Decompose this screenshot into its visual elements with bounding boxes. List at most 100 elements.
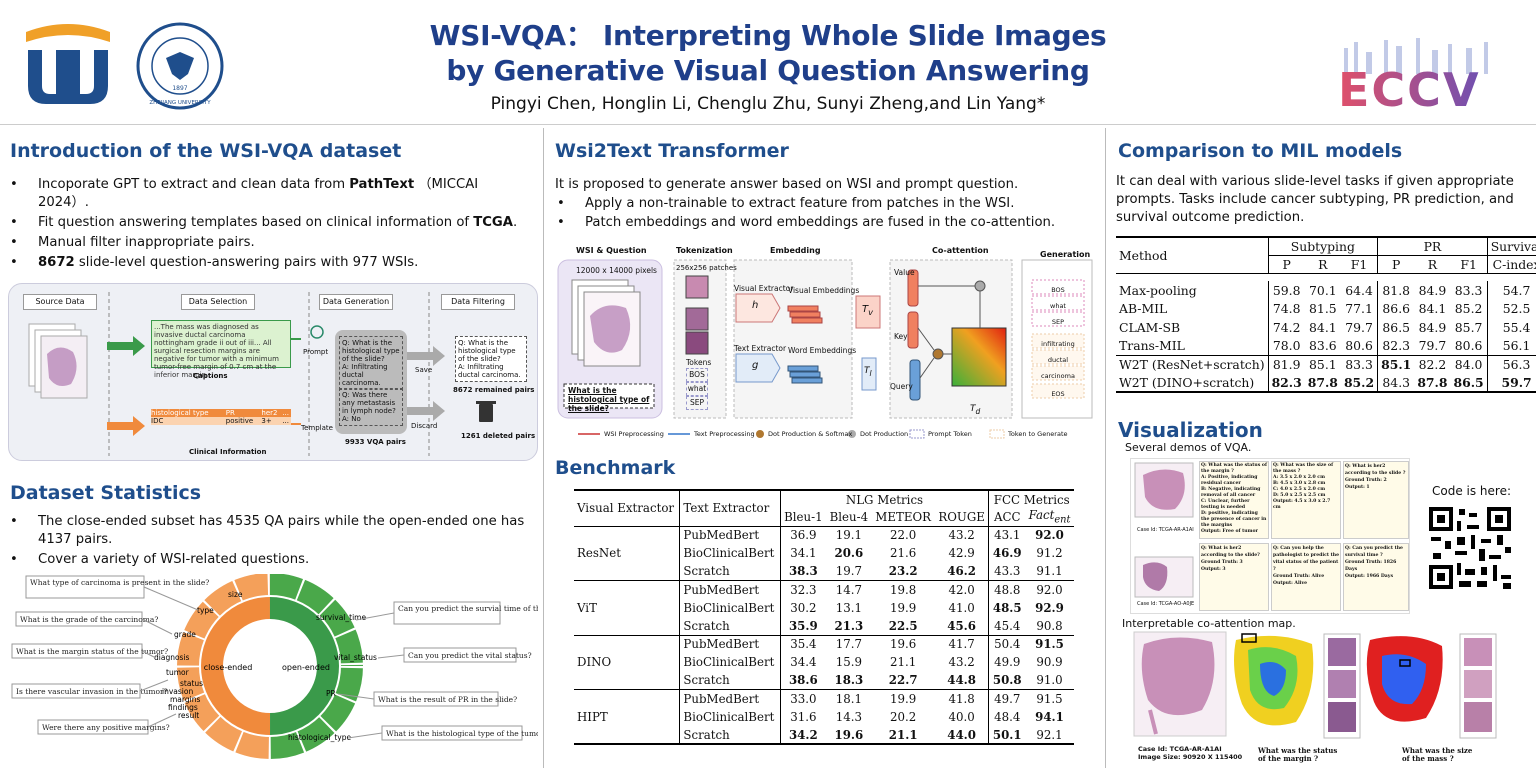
text-extractor-cell: PubMedBert [679, 526, 781, 545]
label-grade: grade [174, 630, 196, 639]
tv-symbol: Tv [862, 304, 874, 317]
metric-cell: 21.1 [890, 655, 917, 670]
metric-cell: 34.2 [788, 727, 818, 742]
divider-2 [1105, 128, 1106, 768]
coatt-question-mass: What was the size of the mass ? [1402, 746, 1473, 763]
demo-card-2: Q: What was the size of the mass ? A: 3.… [1271, 461, 1341, 539]
mil-metric-cell: 82.3 [1271, 374, 1302, 390]
mil-metric-cell: 84.9 [1418, 282, 1447, 298]
col-visual-extractor: Visual Extractor [574, 490, 681, 527]
metric-cell: 42.9 [934, 544, 990, 563]
metric-cell: 19.9 [890, 692, 917, 707]
mil-metric-cell: 85.1 [1309, 357, 1337, 372]
metric-cell: 48.5 [992, 600, 1022, 615]
label-invasion: invasion [162, 687, 193, 696]
legend-softmax: Dot Production & Softmax [768, 430, 853, 438]
wsi2text-intro: It is proposed to generate answer based … [555, 177, 1019, 192]
close-ended-label: close-ended [204, 663, 253, 672]
metric-cell: 22.0 [890, 528, 917, 543]
h-embedding: Embedding [770, 246, 821, 255]
dataset-pipeline-figure: Source Data Data Selection Data Generati… [8, 283, 538, 461]
metric-cell: 35.9 [788, 618, 818, 633]
mil-metric-cell: 84.0 [1450, 355, 1488, 374]
metric-cell: 92.1 [1036, 727, 1063, 742]
caption-snippet: ...The mass was diagnosed as invasive du… [151, 320, 291, 379]
metric-cell: 20.6 [834, 546, 864, 561]
metric-cell: 38.3 [788, 564, 818, 579]
h-generation: Generation [1040, 250, 1091, 259]
data-selection-header: Data Selection [181, 294, 255, 310]
mil-title: Comparison to MIL models [1118, 140, 1403, 162]
stats-title: Dataset Statistics [10, 482, 202, 504]
mil-metric-cell: 83.6 [1309, 338, 1337, 353]
mil-metric-cell: 74.8 [1272, 301, 1301, 317]
metric-cell: 90.8 [1036, 618, 1063, 633]
question-8: What is the result of PR in the slide? [378, 695, 517, 704]
benchmark-title: Benchmark [555, 457, 676, 479]
label-survival-time: survival_time [316, 613, 366, 622]
col-acc: ACC [993, 509, 1021, 524]
label-status: status [180, 679, 203, 688]
question-2: What is the grade of the carcinoma? [20, 615, 158, 624]
metric-cell: 46.9 [992, 546, 1022, 561]
label-pr: PR [326, 689, 336, 698]
mil-metric-cell: 82.2 [1418, 357, 1447, 372]
label-type: type [197, 606, 214, 615]
vqa-pair-2: Q: Was there any metastasis in lymph nod… [339, 388, 403, 426]
intro-bullet-4: 8672 slide-level question-answering pair… [8, 254, 528, 272]
visual-extractor-cell: ResNet [574, 526, 681, 581]
value-label: Value [894, 268, 915, 277]
label-size: size [228, 590, 243, 599]
qr-code-icon[interactable] [1427, 505, 1513, 591]
vqa-pairs-box: Q: What is the histological type of the … [335, 330, 407, 434]
intro-bullets: Incoporate GPT to extract and clean data… [8, 176, 528, 272]
td-symbol: Td [970, 404, 981, 416]
case-id-1: Case Id: TCGA-AR-A1AI [1137, 527, 1194, 533]
col-bleu4: Bleu-4 [829, 509, 869, 524]
label-histological-type: histological_type [288, 733, 351, 742]
legend-wsi: WSI Preprocessing [604, 430, 664, 438]
method-cell: W2T (ResNet+scratch) [1116, 355, 1269, 374]
mil-metric-cell: 80.6 [1450, 336, 1488, 355]
mil-metric-cell: 64.4 [1340, 281, 1379, 300]
pixel-size: 12000 x 14000 pixels [576, 266, 657, 275]
metric-cell: 43.3 [994, 564, 1021, 579]
metric-cell: 94.1 [1035, 709, 1064, 724]
text-extractor-cell: PubMedBert [679, 635, 781, 654]
query-label: Query [890, 382, 913, 391]
metric-cell: 19.6 [890, 637, 917, 652]
text-extractor-cell: Scratch [679, 726, 781, 745]
data-generation-header: Data Generation [319, 294, 393, 310]
metric-cell: 19.1 [835, 528, 862, 543]
text-extractor-cell: PubMedBert [679, 689, 781, 708]
save-label: Save [415, 366, 433, 374]
mil-metric-cell: 56.3 [1502, 357, 1531, 372]
intro-title: Introduction of the WSI-VQA dataset [10, 140, 402, 162]
zhejiang-seal-logo: 1897 ZHEJIANG UNIVERSITY [136, 22, 224, 110]
pipeline-arrows [28, 292, 496, 456]
tl-symbol: Tl [864, 366, 872, 378]
col-pr: PR [1377, 237, 1488, 256]
coatt-question-margin: What was the status of the margin ? [1258, 746, 1338, 763]
method-cell: Trans-MIL [1116, 336, 1269, 355]
patch-size: 256x256 patches [676, 264, 737, 272]
mil-metric-cell: 86.5 [1382, 319, 1411, 335]
wsi2text-bullet-1: Apply a non-trainable to extract feature… [555, 195, 1095, 213]
demo-card-3: Q: What is her2 according to the slide ?… [1343, 461, 1409, 539]
metric-cell: 45.4 [994, 618, 1021, 633]
mil-metric-cell: 81.9 [1272, 357, 1301, 372]
mil-metric-cell: 83.3 [1450, 281, 1488, 300]
metric-cell: 18.1 [835, 692, 862, 707]
text-extractor-cell: BioClinicalBert [679, 544, 781, 563]
metric-cell: 15.9 [835, 655, 862, 670]
question-3: What is the margin status of the tumor? [16, 647, 168, 656]
demo-card-4: Q: What is her2 according to the slide? … [1199, 543, 1269, 611]
